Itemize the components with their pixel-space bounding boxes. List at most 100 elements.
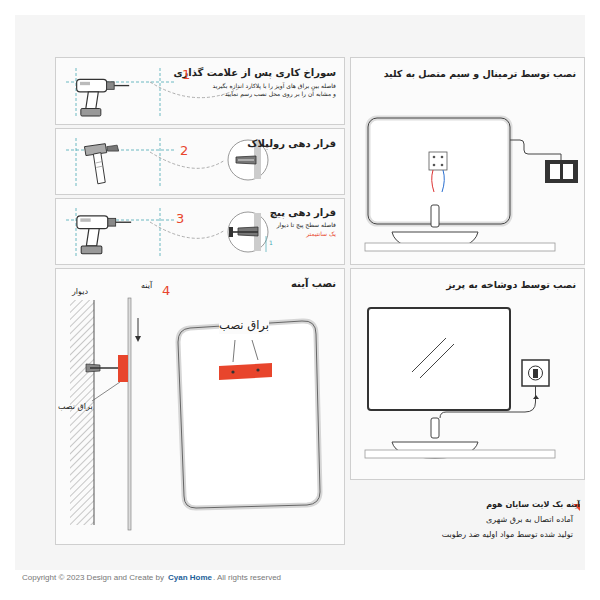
callout-number: 4	[162, 282, 170, 300]
svg-rect	[365, 243, 555, 251]
svg-rect	[563, 164, 573, 179]
svg-path	[135, 336, 141, 342]
svg-rect	[229, 227, 233, 237]
svg-path	[219, 363, 272, 380]
svg-rect	[431, 205, 439, 227]
svg-circle	[529, 366, 543, 380]
part-name: آینه	[141, 281, 152, 292]
svg-line	[266, 236, 267, 252]
svg-rect	[350, 57, 585, 265]
svg-rect	[70, 300, 94, 525]
brand-name: Cyan Home	[168, 573, 212, 584]
front-mirror	[178, 321, 320, 508]
step3-screw	[66, 208, 268, 258]
footer: Copyright © 2023 Design and Create by Cya…	[22, 573, 281, 584]
svg-rect	[118, 355, 128, 382]
part-name: براق نصب	[58, 402, 93, 413]
dimension: 1	[269, 239, 273, 247]
note: تولید شده توسط مواد اولیه ضد رطوبت	[442, 530, 573, 541]
svg-line	[160, 208, 161, 258]
svg-rect	[55, 268, 345, 545]
svg-rect	[128, 298, 131, 530]
panel-title: نصب توسط دوشاخه به پریز	[446, 279, 576, 292]
callout-number: 2	[180, 142, 188, 160]
svg-path	[178, 321, 320, 508]
svg-line	[76, 208, 77, 258]
svg-circle	[228, 212, 268, 252]
side-view	[70, 298, 141, 530]
svg-line	[66, 150, 175, 151]
svg-path	[440, 386, 536, 418]
svg-path	[442, 170, 444, 192]
copyright: Copyright © 2023 Design and Create by	[22, 573, 164, 584]
svg-use	[77, 216, 131, 254]
svg-line	[420, 344, 454, 378]
step2-hammer	[66, 138, 268, 188]
step-panel: نصب توسط ترمینال و سیم متصل به کلید	[350, 57, 585, 265]
panel-title: سوراخ کاری پس از علامت گذاری	[173, 66, 336, 80]
note: آماده اتصال به برق شهری	[486, 515, 573, 526]
svg-use	[84, 144, 118, 184]
svg-line	[76, 138, 77, 188]
panel-title: قرار دهی رولپلاک	[247, 137, 336, 151]
svg-circle	[441, 164, 444, 167]
svg-circle	[433, 164, 436, 167]
panel-note: یک سانتیمتر	[306, 230, 336, 238]
svg-line	[94, 300, 95, 525]
page-ground	[15, 15, 585, 570]
svg-path	[533, 369, 538, 378]
step-panel: قرار دهی رولپلاک	[55, 128, 345, 195]
terminal-install	[365, 118, 578, 251]
svg-line	[92, 382, 120, 401]
svg-line	[233, 340, 235, 362]
svg-rect	[431, 418, 439, 438]
svg-circle	[441, 156, 444, 159]
callout-number: 1	[182, 66, 190, 84]
svg-circle	[231, 370, 234, 373]
plug-install	[365, 308, 555, 458]
step-panel: سوراخ کاری پس از علامت گذاری فاصله بین بر…	[55, 57, 345, 125]
svg-line	[160, 68, 161, 118]
callout-number: 3	[176, 210, 184, 228]
svg-rect	[365, 450, 555, 458]
svg-rect	[545, 160, 578, 183]
svg-line	[160, 138, 161, 188]
panel-note: فاصله بین براق های آویز را با پلاکارد ان…	[208, 82, 336, 98]
svg-line	[90, 367, 120, 369]
panel-note: فاصله سطح پیچ تا دیوار	[277, 221, 336, 229]
copyright: . All rights reserved	[213, 573, 281, 584]
panel-title: نصب آینه	[291, 277, 336, 291]
svg-line	[76, 68, 77, 118]
svg-rect	[55, 57, 345, 125]
svg-path	[533, 395, 539, 399]
svg-use	[77, 79, 130, 116]
step-panel: قرار دهی پیچفاصله سطح پیچ تا دیواریک سان…	[55, 198, 345, 265]
svg-circle	[433, 156, 436, 159]
svg-path	[150, 222, 225, 238]
svg-line	[238, 160, 254, 161]
svg-line	[252, 340, 258, 360]
svg-rect	[429, 152, 447, 170]
svg-rect	[15, 15, 585, 570]
svg-path	[236, 156, 256, 164]
svg-path	[510, 140, 561, 160]
svg-rect	[522, 360, 549, 386]
svg-rect	[368, 308, 510, 410]
part-name: دیوار	[72, 287, 88, 298]
step-panel: نصب توسط دوشاخه به پریز	[350, 268, 585, 480]
svg-rect	[350, 268, 585, 480]
panel-title: نصب توسط ترمینال و سیم متصل به کلید	[384, 68, 576, 81]
svg-rect	[55, 128, 345, 195]
panel-title: قرار دهی پیچ	[270, 206, 336, 220]
svg-path	[178, 321, 320, 508]
step-panel: نصب آینه	[55, 268, 345, 545]
svg-rect	[550, 164, 560, 179]
svg-line	[232, 231, 258, 233]
svg-circle	[256, 368, 259, 371]
part-name: براق نصب	[219, 318, 269, 334]
svg-path	[432, 170, 434, 192]
svg-line	[412, 338, 446, 372]
svg-rect	[55, 198, 345, 265]
